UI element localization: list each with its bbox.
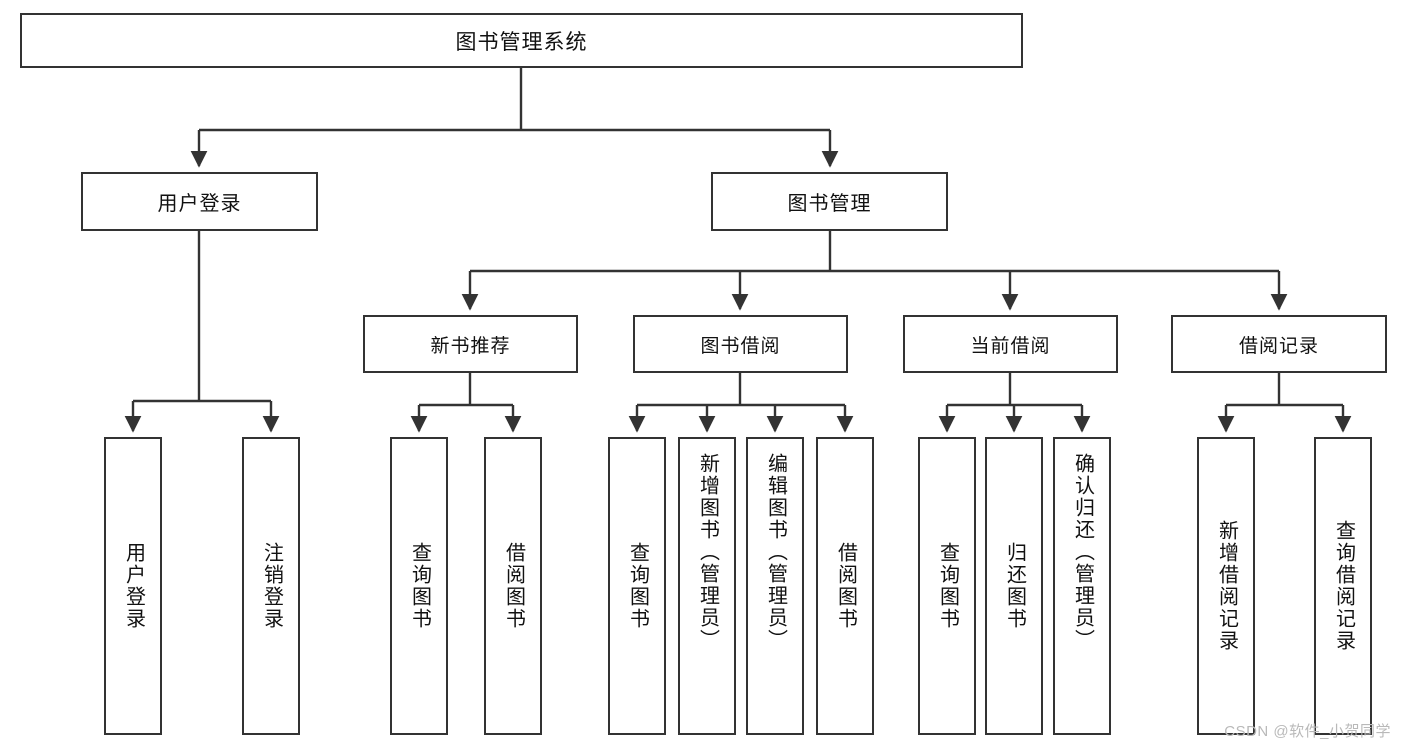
node-leaf-edit-book-admin-label: 编辑图书（管理员）	[764, 453, 787, 651]
node-leaf-user-login-label: 用户登录	[122, 542, 145, 630]
node-root-system[interactable]: 图书管理系统	[20, 13, 1023, 68]
node-current-borrow-label: 当前借阅	[970, 335, 1051, 357]
node-leaf-query-book-borrow-label: 查询图书	[626, 542, 649, 630]
node-book-manage-label: 图书管理	[787, 193, 872, 215]
node-borrow-record[interactable]: 借阅记录	[1171, 315, 1387, 373]
csdn-watermark: CSDN @软件_小贺同学	[1224, 723, 1391, 740]
node-leaf-query-book-rec[interactable]: 查询图书	[390, 437, 448, 735]
node-leaf-query-borrow-record[interactable]: 查询借阅记录	[1314, 437, 1372, 735]
node-leaf-user-logout[interactable]: 注销登录	[242, 437, 300, 735]
node-leaf-add-book-admin-label: 新增图书（管理员）	[696, 453, 719, 651]
node-leaf-query-book-borrow[interactable]: 查询图书	[608, 437, 666, 735]
node-leaf-add-borrow-record[interactable]: 新增借阅记录	[1197, 437, 1255, 735]
node-book-manage[interactable]: 图书管理	[711, 172, 948, 231]
node-user-login[interactable]: 用户登录	[81, 172, 318, 231]
node-leaf-edit-book-admin[interactable]: 编辑图书（管理员）	[746, 437, 804, 735]
node-leaf-query-book-cur[interactable]: 查询图书	[918, 437, 976, 735]
node-leaf-add-book-admin[interactable]: 新增图书（管理员）	[678, 437, 736, 735]
node-user-login-label: 用户登录	[157, 193, 242, 215]
node-new-book-recommend-label: 新书推荐	[430, 335, 511, 357]
node-leaf-borrow-book-rec-label: 借阅图书	[502, 542, 525, 630]
node-current-borrow[interactable]: 当前借阅	[903, 315, 1118, 373]
node-leaf-query-book-rec-label: 查询图书	[408, 542, 431, 630]
node-leaf-query-borrow-record-label: 查询借阅记录	[1332, 520, 1355, 652]
node-book-borrow-label: 图书借阅	[700, 335, 781, 357]
node-leaf-add-borrow-record-label: 新增借阅记录	[1215, 520, 1238, 652]
node-root-label: 图书管理系统	[455, 30, 588, 54]
node-leaf-return-book[interactable]: 归还图书	[985, 437, 1043, 735]
node-leaf-borrow-book-rec[interactable]: 借阅图书	[484, 437, 542, 735]
node-new-book-recommend[interactable]: 新书推荐	[363, 315, 578, 373]
node-leaf-confirm-return-admin-label: 确认归还（管理员）	[1071, 453, 1094, 651]
node-leaf-user-logout-label: 注销登录	[260, 542, 283, 630]
node-leaf-borrow-book-label: 借阅图书	[834, 542, 857, 630]
node-book-borrow[interactable]: 图书借阅	[633, 315, 848, 373]
node-leaf-query-book-cur-label: 查询图书	[936, 542, 959, 630]
node-leaf-borrow-book[interactable]: 借阅图书	[816, 437, 874, 735]
node-leaf-user-login[interactable]: 用户登录	[104, 437, 162, 735]
node-borrow-record-label: 借阅记录	[1238, 335, 1319, 357]
node-leaf-confirm-return-admin[interactable]: 确认归还（管理员）	[1053, 437, 1111, 735]
node-leaf-return-book-label: 归还图书	[1003, 542, 1026, 630]
